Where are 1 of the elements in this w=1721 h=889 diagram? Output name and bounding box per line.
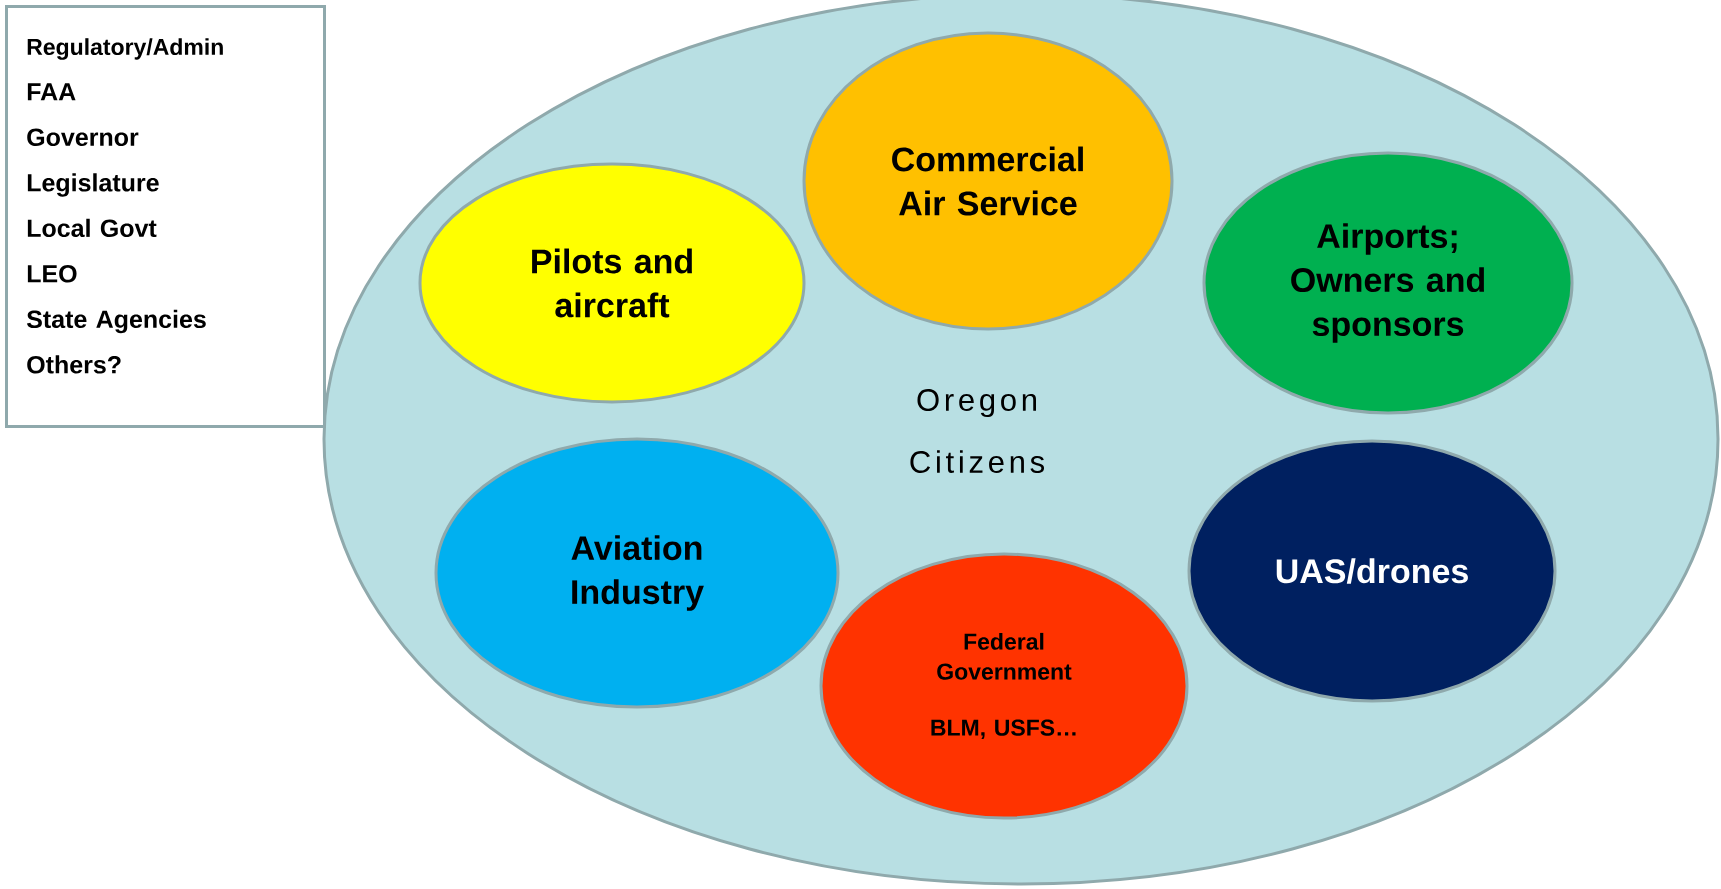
list-box: Regulatory/Admin FAA Governor Legislature Local Govt LEO State Agencies Others? (5, 5, 326, 428)
